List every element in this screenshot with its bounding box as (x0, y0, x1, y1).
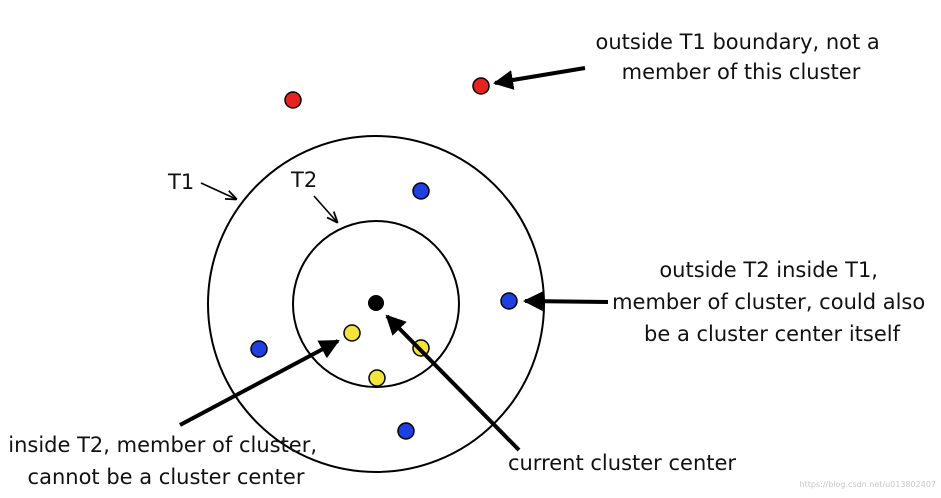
t2-label-arrow (313, 195, 337, 222)
inside-t2-point (368, 369, 386, 387)
outside-t1-point (284, 91, 302, 109)
outside-t1-point (472, 77, 490, 95)
current-center-arrow (385, 314, 521, 452)
between-t1-t2-point (500, 292, 518, 310)
t1-boundary-circle (207, 135, 545, 473)
outside-t1-caption: outside T1 boundary, not a member of thi… (596, 30, 887, 84)
outside-t1-arrow (493, 66, 586, 90)
current-center-caption: current cluster center (508, 451, 736, 475)
t2-boundary-circle (292, 220, 460, 388)
inside-t2-arrow (179, 339, 340, 427)
between-t1-t2-point (250, 340, 268, 358)
t1-label-arrow (200, 182, 236, 199)
current-center-point (368, 295, 384, 311)
inside-t2-caption: inside T2, member of cluster, cannot be … (8, 433, 323, 489)
watermark: https://blog.csdn.net/u013802407 (800, 480, 936, 489)
outside-t2-arrow (523, 291, 609, 312)
t1-label: T1 (167, 170, 194, 194)
between-t1-t2-point (397, 422, 415, 440)
between-t1-t2-point (412, 182, 430, 200)
outside-t2-inside-t1-caption: outside T2 inside T1, member of cluster,… (612, 258, 932, 346)
inside-t2-point (343, 324, 361, 342)
t2-label: T2 (290, 168, 317, 192)
